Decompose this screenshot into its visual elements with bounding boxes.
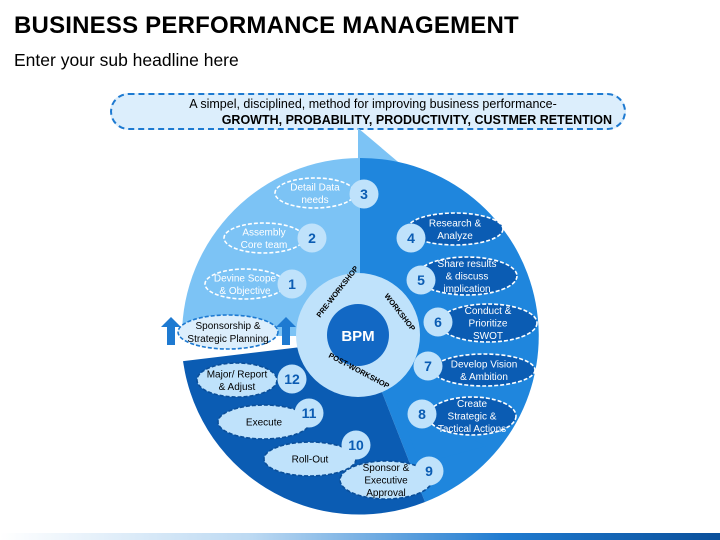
step-8-label: Strategic & xyxy=(448,412,497,423)
hub-circle xyxy=(327,304,389,366)
step-7-label: & Ambition xyxy=(460,372,508,383)
step-1: Devine Scope & Objective 1 xyxy=(204,268,307,300)
banner: A simpel, disciplined, method for improv… xyxy=(110,93,626,130)
step-5-label: implication xyxy=(443,284,490,295)
step-6-label: Prioritize xyxy=(469,319,508,330)
step-11-number: 11 xyxy=(302,405,317,421)
step-7-number: 7 xyxy=(424,358,432,374)
page-title: BUSINESS PERFORMANCE MANAGEMENT xyxy=(14,12,519,39)
step-6-label: Conduct & xyxy=(465,306,512,317)
step-8-label: Tactical Actions xyxy=(438,424,506,435)
step-8-label: Create xyxy=(457,399,487,410)
step-12-number: 12 xyxy=(284,371,300,387)
step-4-oval xyxy=(406,212,504,246)
sponsorship-oval xyxy=(177,314,279,350)
step-11-label: Execute xyxy=(246,418,283,429)
page-subtitle: Enter your sub headline here xyxy=(14,50,239,70)
step-3-number-circle xyxy=(349,179,379,209)
step-12-number-circle xyxy=(277,364,307,394)
step-4-label: Analyze xyxy=(437,231,473,242)
step-10-label: Roll-Out xyxy=(292,455,329,466)
step-4-number-circle xyxy=(396,223,426,253)
step-7-label: Develop Vision xyxy=(451,359,518,370)
step-2-label: Assembly xyxy=(242,227,285,238)
step-10-number-circle xyxy=(341,430,371,460)
step-3: Detail Data needs 3 xyxy=(274,177,379,209)
step-9-label: Approval xyxy=(366,488,405,499)
step-7: Develop Vision & Ambition 7 xyxy=(413,351,536,387)
step-5-label: & discuss xyxy=(446,272,489,283)
step-8-number-circle xyxy=(407,399,437,429)
left-up-arrow xyxy=(161,317,181,345)
right-up-arrow xyxy=(276,317,296,345)
sponsorship-label-line-2: Strategic Planning xyxy=(187,334,268,345)
step-12-oval xyxy=(196,362,278,398)
step-12: Major/ Report & Adjust 12 xyxy=(196,362,307,398)
step-1-label: & Objective xyxy=(219,286,271,297)
step-11: Execute 11 xyxy=(217,398,324,440)
banner-line-2: GROWTH, PROBABILITY, PRODUCTIVITY, CUSTM… xyxy=(221,113,612,127)
step-2-number: 2 xyxy=(308,230,316,246)
step-10-number: 10 xyxy=(348,437,364,453)
step-1-label: Devine Scope xyxy=(214,273,277,284)
step-4-number: 4 xyxy=(407,230,415,246)
step-1-number: 1 xyxy=(288,276,296,292)
step-2-number-circle xyxy=(297,223,327,253)
step-9-label: Executive xyxy=(364,476,408,487)
step-6-number-circle xyxy=(423,307,453,337)
step-5-label: Share results xyxy=(438,259,497,270)
step-7-oval xyxy=(432,353,536,387)
step-3-number: 3 xyxy=(360,186,368,202)
step-3-label: needs xyxy=(301,195,328,206)
step-9-number: 9 xyxy=(425,463,433,479)
step-3-label: Detail Data xyxy=(290,182,340,193)
step-9-number-circle xyxy=(414,456,444,486)
step-12-label: Major/ Report xyxy=(207,369,268,380)
step-6-number: 6 xyxy=(434,314,442,330)
step-1-number-circle xyxy=(277,269,307,299)
hub-label: BPM xyxy=(341,328,374,345)
step-9-label: Sponsor & xyxy=(363,463,410,474)
step-4-label: Research & xyxy=(429,218,482,229)
step-5-number: 5 xyxy=(417,272,425,288)
step-4: Research & Analyze 4 xyxy=(396,212,504,253)
step-6-label: SWOT xyxy=(473,331,503,342)
step-12-label: & Adjust xyxy=(219,382,256,393)
step-8-number: 8 xyxy=(418,406,426,422)
step-5-oval xyxy=(416,256,518,296)
step-5-number-circle xyxy=(406,265,436,295)
sponsorship-label-line-1: Sponsorship & xyxy=(195,321,260,332)
step-11-number-circle xyxy=(294,398,324,428)
footer-bar xyxy=(0,533,720,540)
banner-line-1: A simpel, disciplined, method for improv… xyxy=(189,97,557,111)
step-7-number-circle xyxy=(413,351,443,381)
step-2-label: Core team xyxy=(241,240,288,251)
step-10: Roll-Out 10 xyxy=(263,430,371,477)
